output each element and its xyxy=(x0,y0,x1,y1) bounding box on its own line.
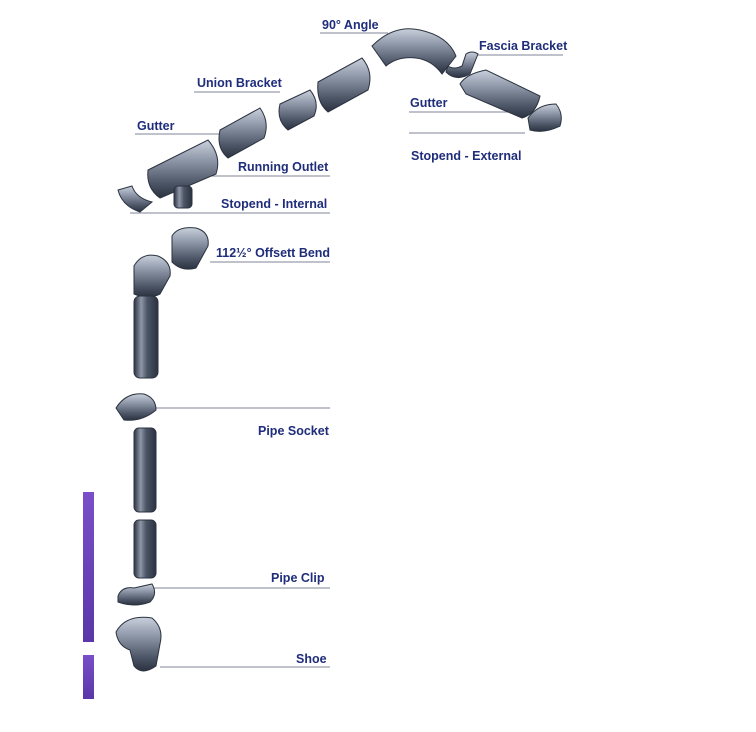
label-gutter-right: Gutter xyxy=(410,96,448,110)
union-bracket-part xyxy=(278,89,317,131)
side-bar-lower xyxy=(83,655,94,699)
label-union-bracket: Union Bracket xyxy=(197,76,282,90)
label-stopend-internal: Stopend - Internal xyxy=(221,197,328,211)
label-shoe: Shoe xyxy=(296,652,327,666)
label-gutter-left: Gutter xyxy=(137,119,175,133)
label-running-outlet: Running Outlet xyxy=(238,160,329,174)
shoe-part xyxy=(115,616,162,672)
pipe-upper xyxy=(133,295,159,379)
offset-bend-lower xyxy=(133,254,171,298)
gutter-left-part xyxy=(218,107,267,159)
leader-lines xyxy=(130,32,563,668)
label-stopend-external: Stopend - External xyxy=(411,149,522,163)
gutter-centre-part xyxy=(317,57,371,113)
label-pipe-socket: Pipe Socket xyxy=(258,424,329,438)
pipe-lower xyxy=(133,519,157,579)
downpipe-column xyxy=(115,227,209,672)
label-90-angle: 90° Angle xyxy=(322,18,379,32)
pipe-middle xyxy=(133,427,157,513)
side-bar-upper xyxy=(83,492,94,642)
label-pipe-clip: Pipe Clip xyxy=(271,571,325,585)
stopend-internal-part xyxy=(117,185,154,213)
pipe-socket-part xyxy=(115,393,157,421)
gutter-right-part xyxy=(459,69,541,119)
label-offset-bend: 112½° Offsett Bend xyxy=(216,246,331,260)
stopend-external-part xyxy=(527,103,562,132)
pipe-clip-part xyxy=(117,583,156,606)
gutter-run xyxy=(117,28,562,213)
fascia-bracket-part xyxy=(445,51,479,78)
running-outlet-spigot xyxy=(173,185,193,209)
label-fascia-bracket: Fascia Bracket xyxy=(479,39,568,53)
running-outlet-part xyxy=(147,139,219,199)
offset-bend-upper xyxy=(171,227,209,270)
angle-90-part xyxy=(371,28,457,75)
